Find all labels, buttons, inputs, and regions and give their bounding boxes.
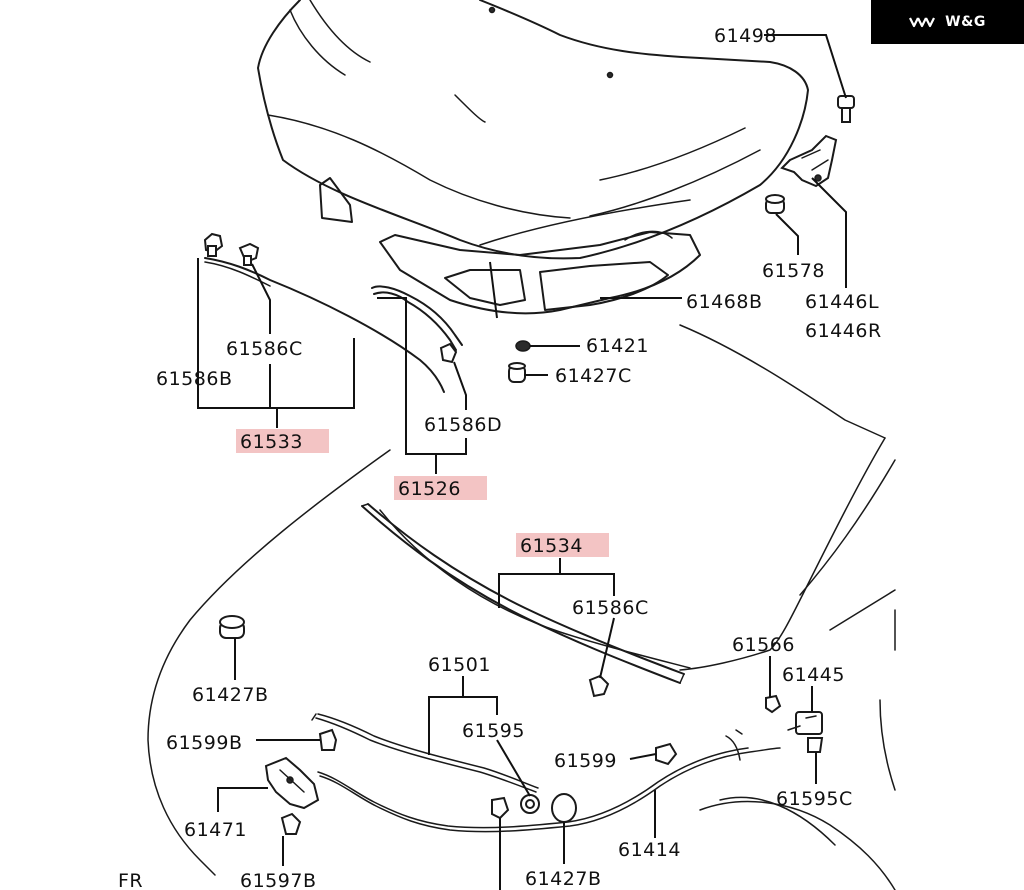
clip-61597b <box>280 812 302 835</box>
clip-61586d <box>439 342 458 364</box>
bumper-61578 <box>765 194 785 214</box>
release-cable-61414 <box>317 729 781 833</box>
label-61597b: 61597B <box>240 870 316 890</box>
label-61586c-mid: 61586C <box>572 597 649 619</box>
label-61599b: 61599B <box>166 732 242 754</box>
bumper-61427b-bottom <box>551 793 577 823</box>
weather-strip-61533 <box>204 257 445 393</box>
clip-61599 <box>655 742 678 766</box>
highlight-61533 <box>236 429 329 453</box>
grommet-61595 <box>520 794 540 814</box>
lock-61445 <box>787 711 824 753</box>
label-61586b: 61586B <box>156 368 232 390</box>
highlight-61534 <box>516 533 609 557</box>
label-61446r: 61446R <box>805 320 882 342</box>
clip-61566 <box>765 694 782 714</box>
brand-logo: W&G <box>871 0 1024 44</box>
label-61595c: 61595C <box>776 788 853 810</box>
clip-61586b <box>203 232 224 257</box>
label-61586d: 61586D <box>424 414 502 436</box>
hose-61526 <box>371 285 463 351</box>
clip-bottom-left <box>491 796 510 820</box>
label-61427b-left: 61427B <box>192 684 268 706</box>
bumper-61421 <box>515 340 531 352</box>
label-fr: FR <box>118 870 143 890</box>
label-61595: 61595 <box>462 720 525 742</box>
label-61471: 61471 <box>184 819 247 841</box>
leader-lines <box>197 34 847 890</box>
clip-61599b <box>318 728 338 751</box>
bumper-61427b-left <box>219 615 245 639</box>
hood-panel <box>257 0 809 315</box>
label-61446l: 61446L <box>805 291 879 313</box>
label-61468b: 61468B <box>686 291 762 313</box>
label-61421: 61421 <box>586 335 649 357</box>
bumper-61427c <box>508 362 526 383</box>
latch-61471 <box>264 756 320 810</box>
label-61599: 61599 <box>554 750 617 772</box>
part-labels: 61498 61578 61446L 61446R 61468B 61421 6… <box>118 25 882 890</box>
bolt-61498 <box>837 95 855 123</box>
hinge-61446 <box>780 134 838 188</box>
clip-61586c-mid <box>588 674 610 698</box>
label-61427c: 61427C <box>555 365 632 387</box>
wg-chevrons-icon <box>909 17 936 28</box>
label-61586c-top: 61586C <box>226 338 303 360</box>
label-61566: 61566 <box>732 634 795 656</box>
clip-61586c-top <box>238 242 260 266</box>
label-61414: 61414 <box>618 839 681 861</box>
label-61445: 61445 <box>782 664 845 686</box>
label-61533: 61533 <box>240 431 303 453</box>
weather-strip-61534 <box>361 503 685 684</box>
label-61501: 61501 <box>428 654 491 676</box>
brand-logo-text: W&G <box>945 14 986 30</box>
release-cable-61501 <box>311 713 539 793</box>
label-61534: 61534 <box>520 535 583 557</box>
highlight-61526 <box>394 476 487 500</box>
label-61498: 61498 <box>714 25 777 47</box>
label-61526: 61526 <box>398 478 461 500</box>
label-61427b-bottom: 61427B <box>525 868 601 890</box>
label-61578: 61578 <box>762 260 825 282</box>
